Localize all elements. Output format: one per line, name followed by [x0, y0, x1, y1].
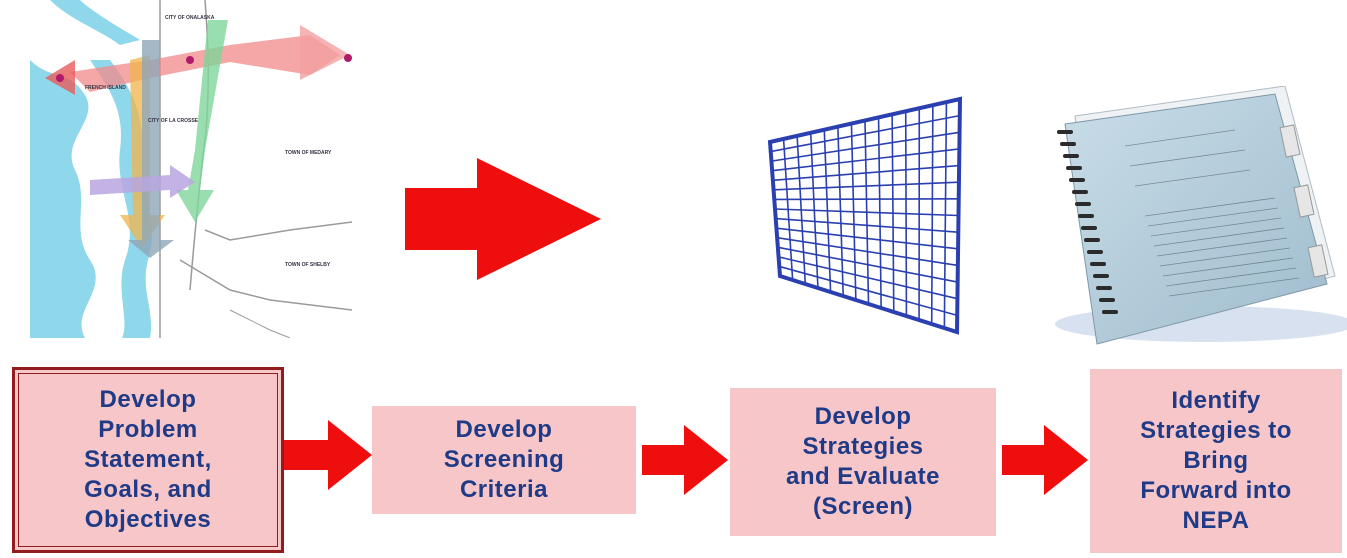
step-box-4: Identify Strategies to Bring Forward int…: [1090, 369, 1342, 553]
step-label-3: Develop Strategies and Evaluate (Screen): [785, 403, 941, 520]
map-label-onalaska: CITY OF ONALASKA: [165, 15, 215, 21]
flow-arrow-1: [284, 420, 372, 495]
map-label-medary: TOWN OF MEDARY: [285, 150, 332, 156]
map-label-city: CITY OF LA CROSSE: [148, 118, 199, 124]
map-image: CITY OF LA CROSSE TOWN OF MEDARY TOWN OF…: [30, 0, 352, 338]
step-box-3: Develop Strategies and Evaluate (Screen): [730, 388, 996, 536]
step-box-1: Develop Problem Statement, Goals, and Ob…: [12, 367, 284, 553]
step-label-4: Identify Strategies to Bring Forward int…: [1140, 387, 1292, 534]
step-box-2: Develop Screening Criteria: [372, 406, 636, 514]
flow-arrow-2: [642, 425, 728, 500]
report-binder-icon: [1035, 85, 1347, 351]
right-arrow-icon: [405, 158, 605, 285]
step-label-1: Develop Problem Statement, Goals, and Ob…: [84, 386, 212, 533]
map-label-french-island: FRENCH ISLAND: [85, 85, 126, 91]
grid-icon: [765, 96, 965, 341]
flow-arrow-3: [1002, 425, 1088, 500]
step-label-2: Develop Screening Criteria: [443, 416, 565, 503]
map-label-shelby: TOWN OF SHELBY: [285, 262, 331, 268]
